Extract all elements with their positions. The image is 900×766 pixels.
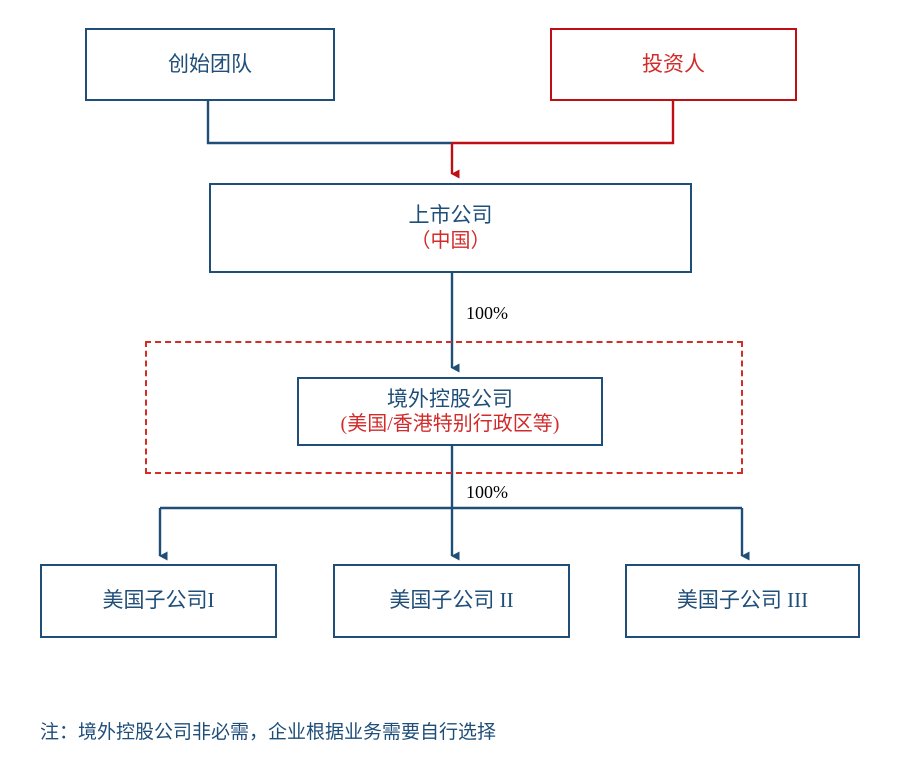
- node-offshore-holding-company-jurisdiction: (美国/香港特别行政区等): [340, 413, 560, 436]
- optional-offshore-region: [145, 341, 743, 474]
- node-us-subsidiary-3[interactable]: 美国子公司 III: [625, 564, 860, 638]
- footnote-text: 注：境外控股公司非必需，企业根据业务需要自行选择: [40, 722, 497, 743]
- node-investor-label: 投资人: [642, 51, 705, 76]
- edge-founder-to-listed: [206, 101, 452, 145]
- node-founder-team[interactable]: 创始团队: [85, 28, 335, 101]
- node-listed-company-name: 上市公司: [408, 203, 493, 227]
- node-listed-company-jurisdiction: （中国）: [410, 229, 491, 252]
- edge-label-offshore-to-subsidiaries: 100%: [466, 482, 508, 502]
- node-offshore-holding-company[interactable]: 境外控股公司 (美国/香港特别行政区等): [297, 377, 603, 446]
- node-us-subsidiary-2-label: 美国子公司 II: [389, 588, 514, 613]
- node-founder-team-label: 创始团队: [168, 51, 252, 76]
- node-us-subsidiary-1[interactable]: 美国子公司I: [40, 564, 277, 638]
- node-us-subsidiary-2[interactable]: 美国子公司 II: [333, 564, 570, 638]
- node-us-subsidiary-3-label: 美国子公司 III: [676, 588, 809, 613]
- edge-investor-to-listed: [452, 101, 675, 145]
- node-investor[interactable]: 投资人: [550, 28, 797, 101]
- node-us-subsidiary-1-label: 美国子公司I: [102, 588, 215, 613]
- node-listed-company[interactable]: 上市公司 （中国）: [209, 183, 692, 273]
- edge-label-listed-to-offshore: 100%: [466, 303, 508, 323]
- node-offshore-holding-company-name: 境外控股公司: [387, 386, 513, 411]
